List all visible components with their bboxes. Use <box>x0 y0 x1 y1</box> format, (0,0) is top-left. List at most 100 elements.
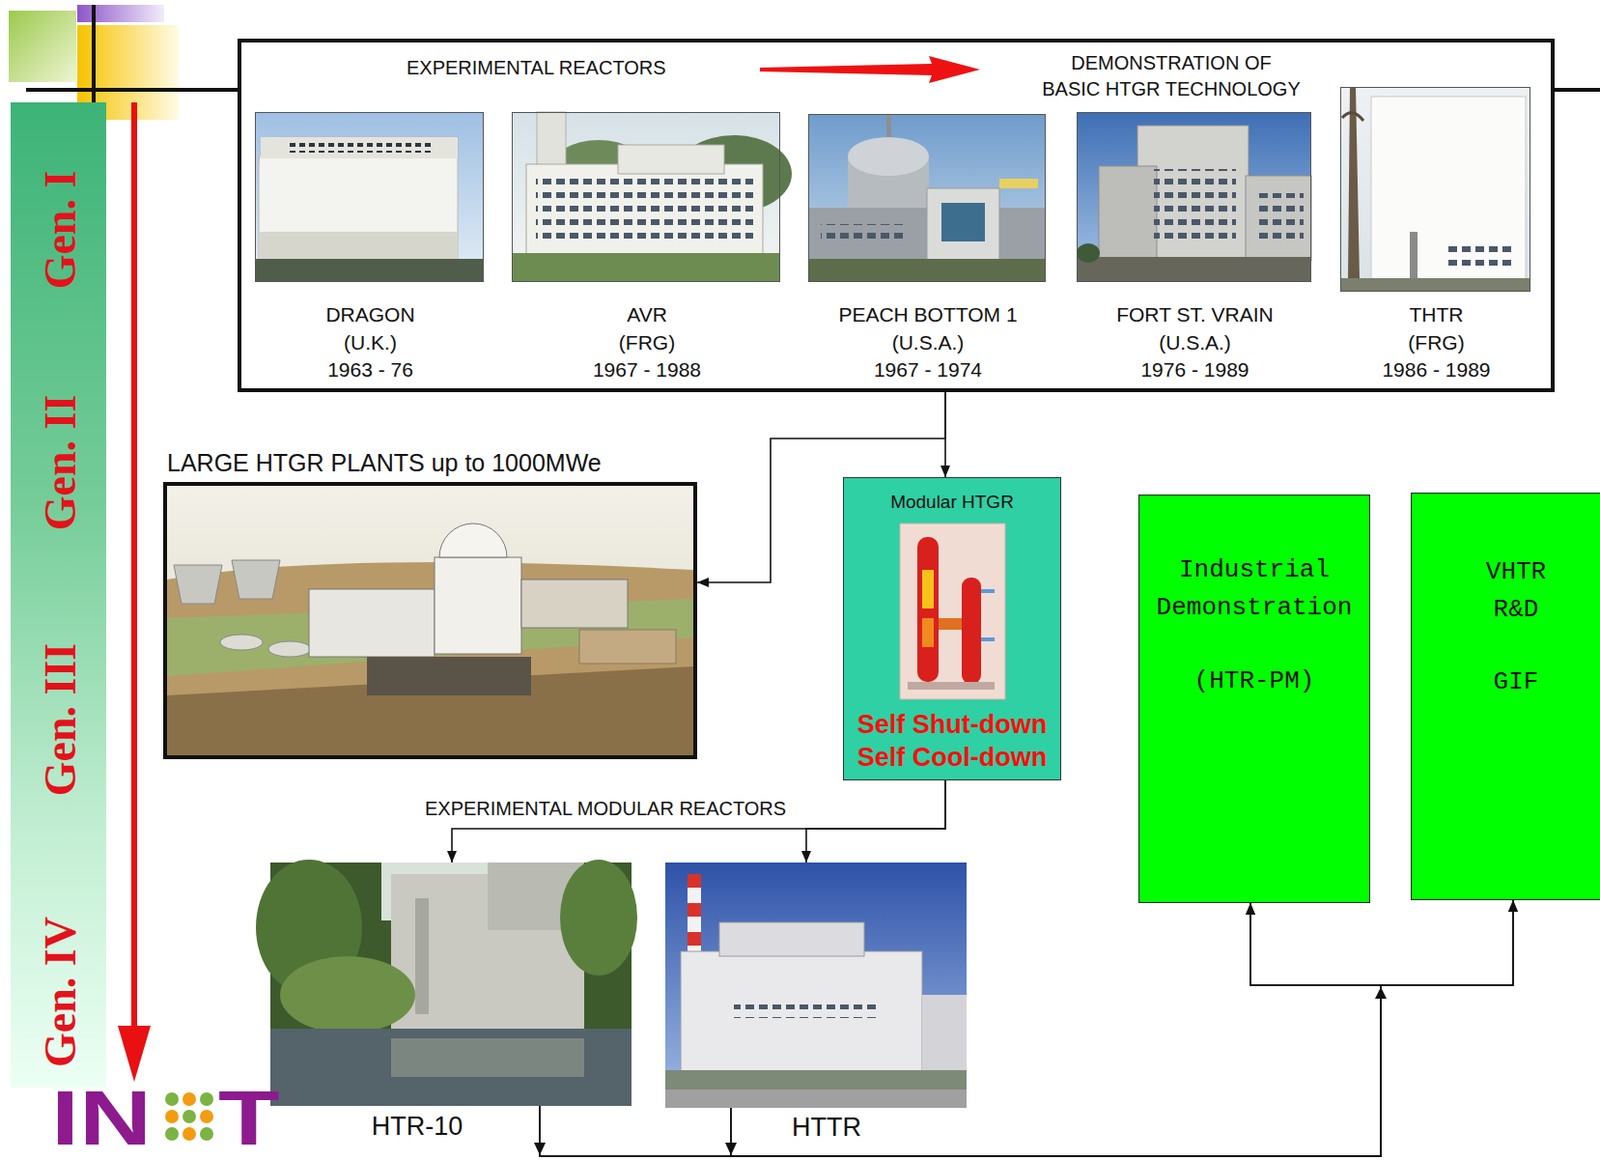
fort-st-vrain-photo <box>1137 125 1249 261</box>
peach-bottom-photo <box>941 202 985 242</box>
experimental-reactors-box: DRAGON(U.K.)1963 - 76AVR(FRG)1967 - 1988… <box>237 38 1555 393</box>
generation-band: Gen. IGen. IIGen. IIIGen. IV <box>10 102 107 1088</box>
thtr-photo <box>1409 231 1418 285</box>
dragon-photo <box>260 137 458 159</box>
generation-label: Gen. III <box>36 643 86 796</box>
httr-photo <box>665 1069 967 1108</box>
logo-dots <box>182 1126 197 1141</box>
peach-bottom-photo <box>808 258 1046 282</box>
generation-arrow <box>117 1025 151 1082</box>
flow-connector <box>730 899 1514 1156</box>
box-heading: LARGE HTGR PLANTS up to 1000MWe <box>167 448 602 478</box>
thtr-photo <box>1448 241 1516 266</box>
modular-htgr-figure <box>842 477 1062 781</box>
htr10-photo <box>391 1038 585 1077</box>
avr-photo <box>535 178 754 247</box>
box-title: Modular HTGR <box>843 490 1061 514</box>
box-text: GIF <box>1470 663 1562 702</box>
avr-photo <box>526 164 763 256</box>
avr-photo <box>511 252 781 282</box>
large-plant-painting <box>167 485 694 756</box>
dragon-photo <box>254 258 484 282</box>
modular-htgr-box: Modular HTGRSelf Shut-downSelf Cool-down <box>842 477 1062 781</box>
reactor-caption: AVR <box>483 301 811 329</box>
peach-bottom-photo <box>808 113 1046 282</box>
fort-st-vrain-photo <box>1076 112 1312 282</box>
htr10-photo <box>560 859 638 976</box>
reactor-photo: PEACH BOTTOM 1(U.S.A.)1967 - 1974 <box>808 113 1046 282</box>
template-decoration <box>91 4 96 103</box>
modular-htgr-figure <box>981 637 995 642</box>
progress-arrow <box>759 56 981 84</box>
reactor-caption: (FRG) <box>483 329 811 357</box>
logo-dots <box>165 1109 179 1123</box>
logo-dots <box>165 1092 179 1106</box>
template-decoration <box>1554 87 1600 92</box>
reactor-caption: 1967 - 1988 <box>483 356 811 384</box>
reactor-caption: (U.S.A.) <box>780 329 1076 357</box>
flow-connector <box>806 780 946 863</box>
httr-photo <box>687 931 702 946</box>
reactor-caption: (FRG) <box>1312 329 1561 357</box>
demonstration-box: Industrial Demonstration(HTR-PM) <box>1138 494 1371 903</box>
htr10-photo <box>270 1028 632 1106</box>
modular-htgr-figure <box>917 536 939 682</box>
httr-photo <box>665 862 967 1108</box>
modular-htgr-figure <box>961 577 982 684</box>
httr-photo <box>680 951 923 1072</box>
reactor-photo: HTR-10 <box>270 862 632 1106</box>
large-plant-painting <box>231 560 281 599</box>
reactor-caption: 1963 - 76 <box>226 356 514 384</box>
thtr-photo <box>1340 86 1531 292</box>
reactor-caption: 1986 - 1989 <box>1312 356 1561 384</box>
flow-connector <box>539 902 1381 1156</box>
thtr-photo <box>1340 86 1531 292</box>
reactor-photo: HTTR <box>665 862 967 1108</box>
reactor-caption: PEACH BOTTOM 1 <box>780 301 1076 329</box>
template-decoration <box>26 87 238 92</box>
reactor-caption: HTR-10 <box>339 1110 495 1142</box>
dragon-photo <box>254 112 484 282</box>
large-plant-painting <box>521 579 628 628</box>
large-plant-painting <box>439 523 507 558</box>
template-decoration <box>8 10 77 83</box>
fort-st-vrain-photo <box>1245 175 1312 261</box>
large-plant-painting <box>366 656 532 696</box>
reactor-photo: DRAGON(U.K.)1963 - 76 <box>254 112 484 282</box>
modular-htgr-figure <box>907 681 995 690</box>
connector-group <box>451 392 1514 1156</box>
large-plant-painting <box>220 634 263 650</box>
peach-bottom-photo <box>999 178 1039 189</box>
flow-connector <box>730 902 1381 1156</box>
modular-htgr-figure <box>922 617 934 647</box>
reactor-photo: AVR(FRG)1967 - 1988 <box>511 112 781 282</box>
thtr-photo <box>1342 112 1364 121</box>
dragon-photo <box>258 137 458 261</box>
fort-st-vrain-photo <box>1255 193 1304 242</box>
logo-text: T <box>218 1079 281 1157</box>
modular-htgr-figure <box>842 477 1062 781</box>
template-decoration <box>77 4 165 23</box>
fort-st-vrain-photo <box>1076 112 1312 282</box>
generation-arrow <box>131 102 138 1028</box>
section-heading: EXPERIMENTAL REACTORS <box>406 55 667 81</box>
dragon-photo <box>289 142 435 153</box>
logo-dots <box>199 1109 214 1123</box>
fort-st-vrain-photo <box>1098 166 1157 261</box>
reactor-photo: FORT ST. VRAIN(U.S.A.)1976 - 1989 <box>1076 112 1312 282</box>
avr-photo <box>617 144 725 174</box>
peach-bottom-photo <box>820 224 908 244</box>
flow-connector <box>451 780 946 863</box>
large-plant-box: LARGE HTGR PLANTS up to 1000MWe <box>163 481 698 759</box>
htr10-photo <box>255 859 638 1106</box>
modular-htgr-figure <box>922 569 934 609</box>
progress-arrow <box>759 56 981 84</box>
generation-label: Gen. IV <box>36 916 86 1067</box>
flow-connector <box>539 899 1514 1156</box>
peach-bottom-photo <box>926 188 1000 261</box>
httr-photo <box>719 922 865 956</box>
flow-connector <box>944 392 947 478</box>
peach-bottom-photo <box>847 137 929 176</box>
fort-st-vrain-photo <box>1153 168 1236 247</box>
reactor-caption: (U.K.) <box>226 329 514 357</box>
